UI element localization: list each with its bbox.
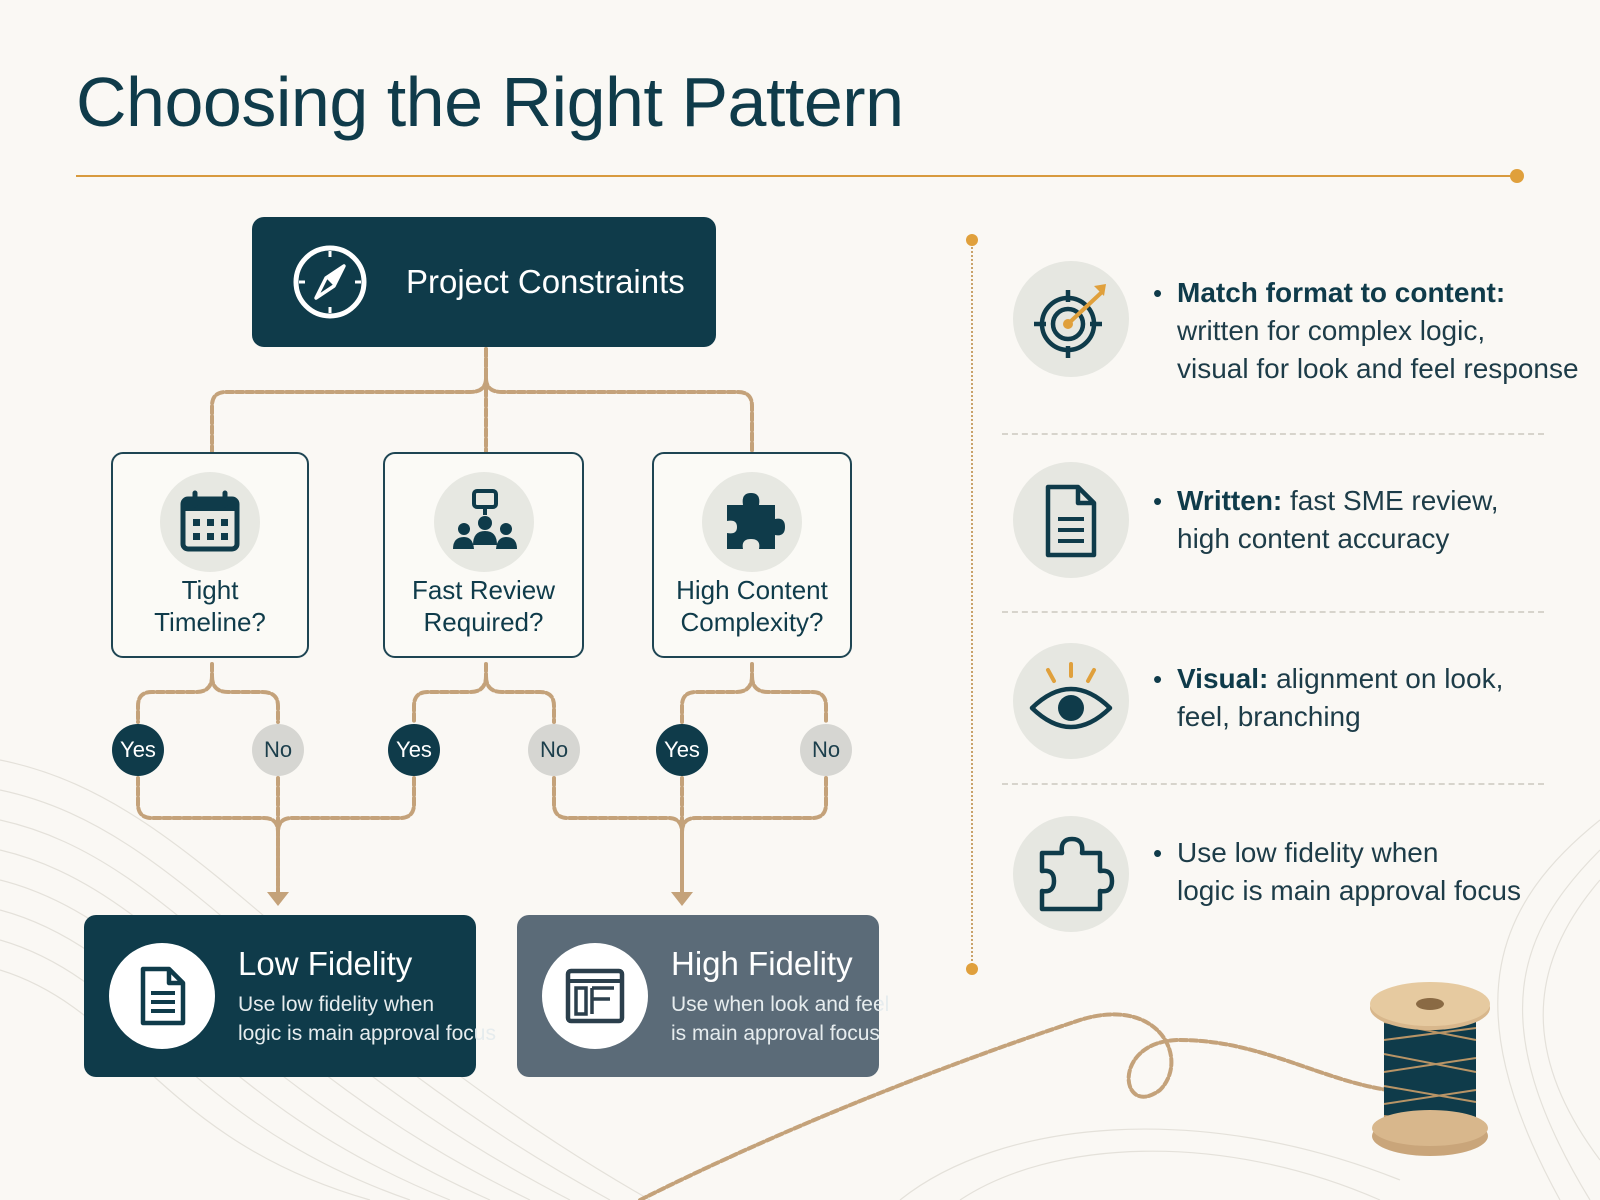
icon-circle	[160, 472, 260, 572]
guidance-bold: Match format to content:	[1177, 277, 1506, 308]
question-label: Fast Review Required?	[385, 574, 582, 638]
thread-spool-icon	[1370, 982, 1490, 1156]
question-label-line1: Fast Review	[411, 575, 556, 605]
icon-circle	[702, 472, 802, 572]
low-fidelity-outcome: Low Fidelity Use low fidelity when logic…	[84, 915, 496, 1077]
team-review-icon	[452, 489, 517, 549]
high-fidelity-outcome: High Fidelity Use when look and feel is …	[517, 915, 889, 1077]
question-label: Tight Timeline?	[113, 574, 307, 638]
icon-circle	[1013, 643, 1129, 759]
guidance-item-visual: • Visual: alignment on look, feel, branc…	[1153, 660, 1503, 736]
yes-answer-pill: Yes	[656, 724, 708, 776]
calendar-icon	[180, 490, 240, 552]
flow-ropes	[136, 347, 1390, 1200]
section-divider	[1002, 611, 1544, 613]
guidance-line2: high content accuracy	[1177, 523, 1450, 554]
outcome-description: Use low fidelity when logic is main appr…	[238, 990, 496, 1048]
title-underline	[76, 175, 1520, 177]
layout-icon	[565, 968, 625, 1024]
icon-circle	[433, 472, 534, 572]
document-icon	[140, 966, 186, 1026]
guidance-line1: alignment on look,	[1268, 663, 1504, 694]
arrowheads	[267, 892, 693, 906]
outcome-description-line2: logic is main approval focus	[238, 1022, 496, 1045]
no-answer-pill: No	[528, 724, 580, 776]
guidance-line2: logic is main approval focus	[1177, 875, 1521, 906]
bullet-icon: •	[1153, 664, 1163, 694]
icon-circle	[1013, 261, 1129, 377]
question-node-fast-review: Fast Review Required?	[383, 452, 584, 658]
question-label-line1: High Content	[676, 575, 828, 605]
guidance-text: Use low fidelity when logic is main appr…	[1177, 834, 1521, 910]
icon-circle	[1013, 462, 1129, 578]
outcome-description-line2: is main approval focus	[671, 1022, 880, 1045]
guidance-item-match-format: • Match format to content: written for c…	[1153, 274, 1579, 388]
section-divider	[1002, 783, 1544, 785]
document-icon	[1045, 484, 1097, 558]
puzzle-piece-icon	[1039, 836, 1115, 912]
outcome-description: Use when look and feel is main approval …	[671, 990, 889, 1048]
yes-answer-pill: Yes	[388, 724, 440, 776]
question-label-line2: Required?	[423, 607, 544, 637]
divider-bottom-dot	[966, 963, 978, 975]
page-title: Choosing the Right Pattern	[76, 63, 904, 141]
outcome-description-line1: Use low fidelity when	[238, 993, 435, 1016]
question-node-content-complexity: High Content Complexity?	[652, 452, 852, 658]
title-underline-dot	[1510, 169, 1524, 183]
guidance-line1: fast SME review,	[1282, 485, 1499, 516]
outcome-title: Low Fidelity	[238, 945, 413, 982]
icon-circle	[109, 943, 215, 1049]
question-label: High Content Complexity?	[654, 574, 850, 638]
bullet-icon: •	[1153, 278, 1163, 308]
project-constraints-node: Project Constraints	[252, 217, 716, 347]
divider-top-dot	[966, 234, 978, 246]
root-label: Project Constraints	[406, 263, 685, 300]
icon-circle	[542, 943, 648, 1049]
outcome-description-line1: Use when look and feel	[671, 993, 890, 1016]
guidance-item-low-fidelity: • Use low fidelity when logic is main ap…	[1153, 834, 1521, 910]
puzzle-piece-icon	[727, 493, 785, 549]
eye-icon	[1029, 662, 1113, 730]
panel-divider-line	[971, 240, 973, 968]
question-label-line2: Timeline?	[154, 607, 266, 637]
guidance-bold: Written:	[1177, 485, 1283, 516]
guidance-text: Written: fast SME review, high content a…	[1177, 482, 1499, 558]
guidance-text: Match format to content: written for com…	[1177, 274, 1579, 388]
yes-answer-pill: Yes	[112, 724, 164, 776]
no-answer-pill: No	[252, 724, 304, 776]
guidance-line1: Use low fidelity when	[1177, 837, 1439, 868]
outcome-title: High Fidelity	[671, 945, 853, 982]
guidance-line3: visual for look and feel response	[1177, 353, 1579, 384]
question-label-line2: Complexity?	[680, 607, 824, 637]
bullet-icon: •	[1153, 486, 1163, 516]
compass-icon	[293, 245, 367, 319]
section-divider	[1002, 433, 1544, 435]
question-node-tight-timeline: Tight Timeline?	[111, 452, 309, 658]
icon-circle	[1013, 816, 1129, 932]
guidance-line2: written for complex logic,	[1177, 315, 1486, 346]
no-answer-pill: No	[800, 724, 852, 776]
question-label-line1: Tight	[181, 575, 239, 605]
guidance-bold: Visual:	[1177, 663, 1269, 694]
guidance-line2: feel, branching	[1177, 701, 1361, 732]
target-icon	[1034, 284, 1106, 358]
guidance-text: Visual: alignment on look, feel, branchi…	[1177, 660, 1503, 736]
guidance-item-written: • Written: fast SME review, high content…	[1153, 482, 1499, 558]
bullet-icon: •	[1153, 838, 1163, 868]
